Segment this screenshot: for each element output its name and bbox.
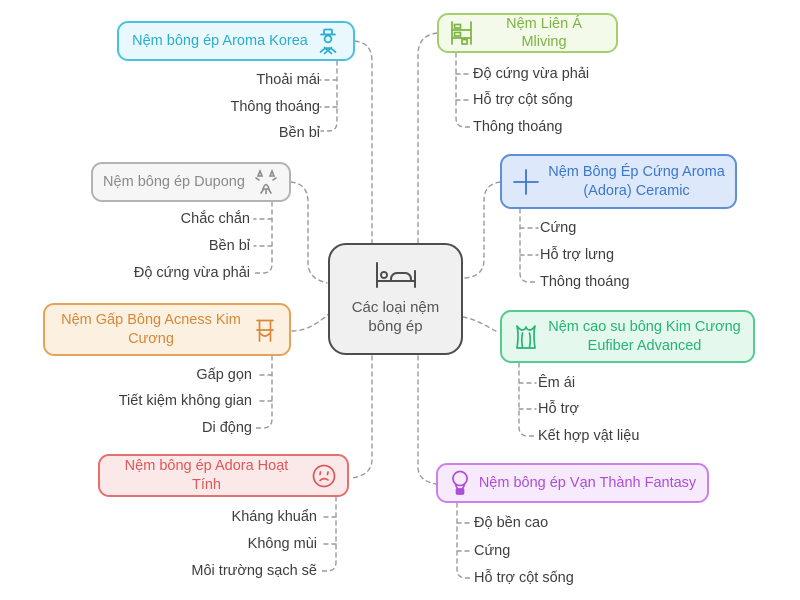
hot-air-balloon-icon — [449, 470, 471, 497]
sub-item[interactable]: Di động — [202, 420, 252, 436]
branch-van-thanh-fantasy[interactable]: Nệm bông ép Vạn Thành Fantasy — [436, 463, 709, 503]
branch-adora-ceramic[interactable]: Nệm Bông Ép Cứng Aroma (Adora) Ceramic — [500, 154, 737, 209]
branch-adora-hoat-tinh[interactable]: Nệm bông ép Adora Hoạt Tính — [98, 454, 349, 497]
sub-item[interactable]: Hỗ trợ — [538, 401, 579, 417]
branch-label: Nệm bông ép Dupong — [103, 173, 245, 190]
branch-label: Nệm Liên Á Mliving — [506, 15, 582, 50]
person-with-hat-icon — [316, 28, 340, 55]
corset-icon — [513, 323, 539, 351]
sub-item[interactable]: Không mùi — [247, 536, 317, 552]
sub-item[interactable]: Cứng — [540, 220, 577, 236]
branch-aroma-korea[interactable]: Nệm bông ép Aroma Korea — [117, 21, 355, 61]
sub-item[interactable]: Chắc chắn — [180, 211, 250, 227]
branch-eufiber-advanced[interactable]: Nệm cao su bông Kim Cương Eufiber Advanc… — [500, 310, 755, 363]
plus-icon — [512, 167, 540, 197]
bunk-bed-icon — [449, 20, 474, 46]
sub-item[interactable]: Thoải mái — [256, 72, 320, 88]
chair-icon — [253, 317, 277, 343]
sub-item[interactable]: Êm ái — [538, 375, 576, 391]
branch-label: Nệm bông ép Adora Hoạt Tính — [124, 458, 289, 493]
branch-label: Nệm bông ép Aroma Korea — [132, 32, 308, 49]
branch-acness-kim-cuong[interactable]: Nệm Gấp Bông Acness Kim Cương — [43, 303, 291, 356]
bed-icon — [374, 261, 418, 289]
sub-item[interactable]: Hỗ trợ cột sống — [474, 570, 574, 586]
branch-label: Nệm cao su bông Kim Cương Eufiber Advanc… — [548, 319, 741, 354]
sub-item[interactable]: Độ bền cao — [474, 515, 549, 531]
sub-item[interactable]: Cứng — [474, 543, 511, 559]
sub-item[interactable]: Gấp gọn — [196, 367, 252, 383]
sub-item[interactable]: Hỗ trợ lưng — [540, 247, 615, 263]
sub-item[interactable]: Kháng khuẩn — [231, 509, 317, 525]
sub-item[interactable]: Độ cứng vừa phải — [133, 265, 250, 281]
branch-label: Nệm Bông Ép Cứng Aroma (Adora) Ceramic — [548, 164, 725, 199]
sub-item[interactable]: Hỗ trợ cột sống — [473, 92, 573, 108]
sub-item[interactable]: Kết hợp vật liệu — [538, 428, 640, 444]
branch-label: Nệm Gấp Bông Acness Kim Cương — [61, 312, 241, 347]
sub-item[interactable]: Tiết kiệm không gian — [118, 393, 252, 409]
sub-item[interactable]: Độ cứng vừa phải — [473, 66, 590, 82]
branch-label: Nệm bông ép Vạn Thành Fantasy — [478, 474, 697, 491]
branch-lien-a-mliving[interactable]: Nệm Liên Á Mliving — [437, 13, 618, 53]
fireworks-icon — [253, 169, 279, 195]
sub-item[interactable]: Môi trường sạch sẽ — [191, 563, 317, 579]
branch-dupong[interactable]: Nệm bông ép Dupong — [91, 162, 291, 202]
sub-item[interactable]: Thông thoáng — [540, 274, 630, 290]
sub-item[interactable]: Bền bỉ — [208, 238, 250, 254]
sub-item[interactable]: Thông thoáng — [473, 119, 563, 135]
sub-item[interactable]: Thông thoáng — [230, 99, 321, 115]
center-label: Các loại nệm bông ép — [351, 299, 440, 335]
sad-face-icon — [311, 463, 337, 489]
sub-item[interactable]: Bền bỉ — [278, 125, 320, 141]
center-node[interactable]: Các loại nệm bông ép — [328, 243, 463, 355]
